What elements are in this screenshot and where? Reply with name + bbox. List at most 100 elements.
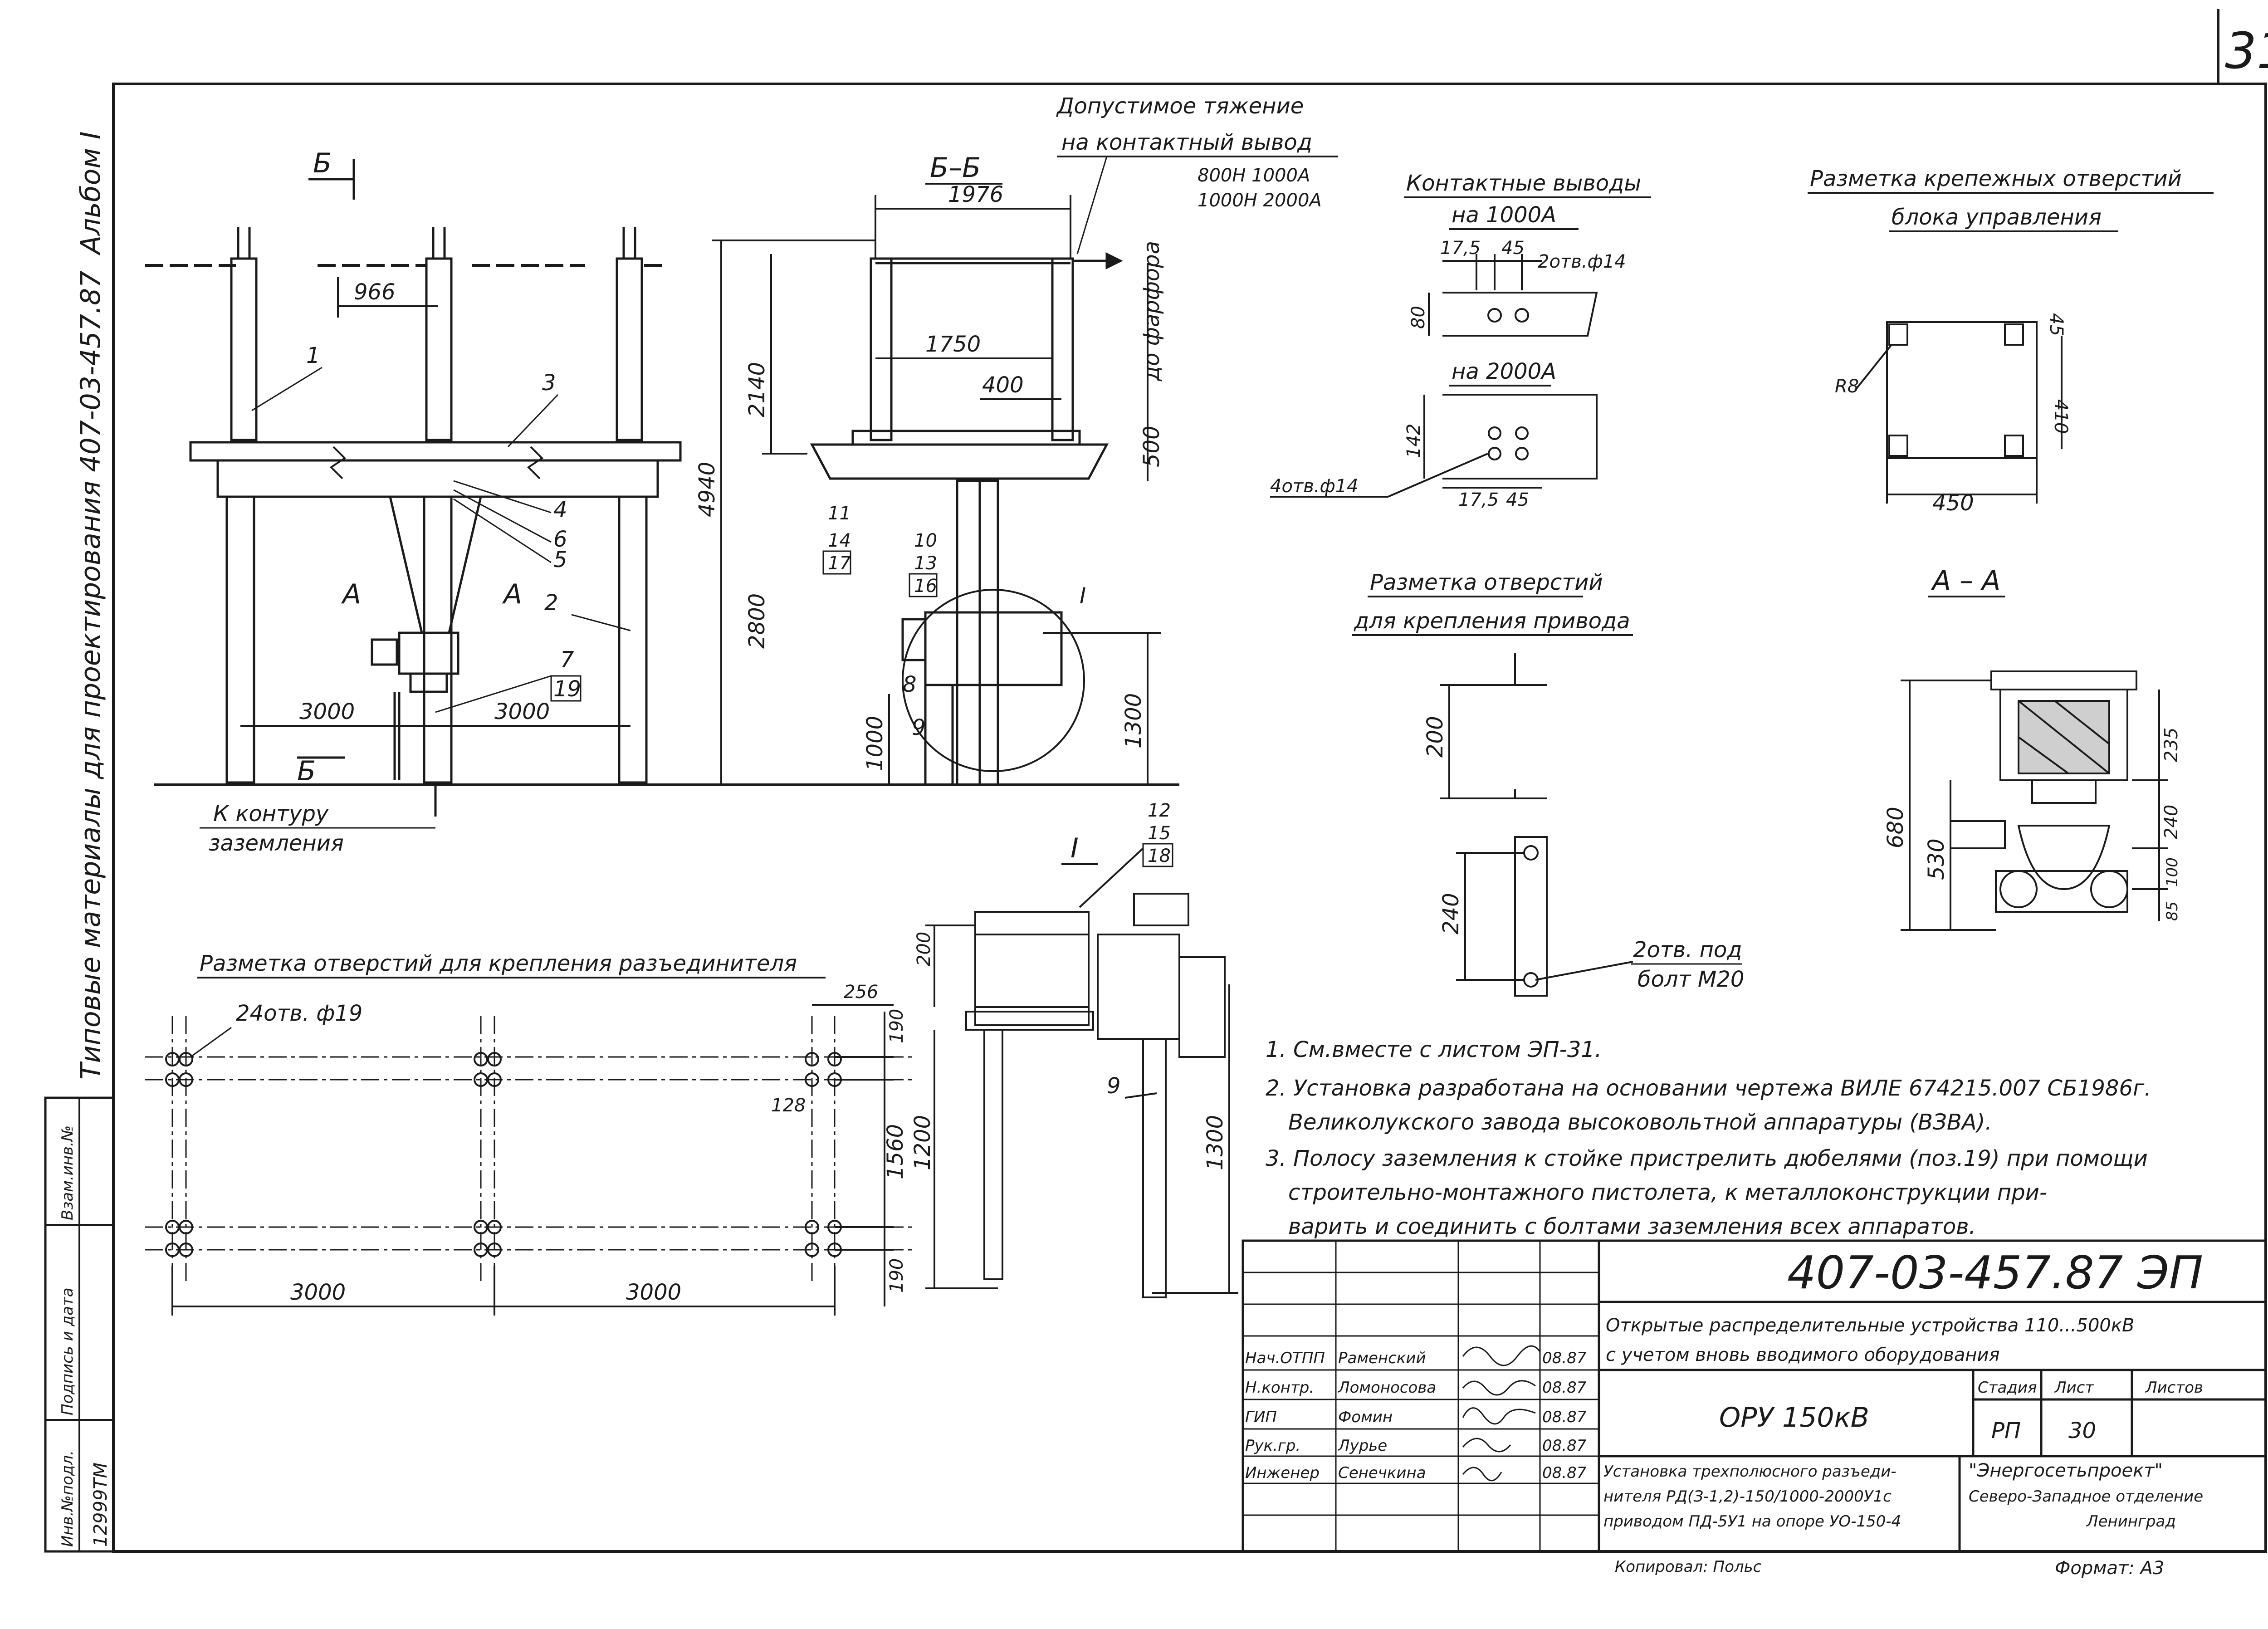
section-aa-d240: 240 (2161, 805, 2182, 839)
callout-2: 2 (544, 590, 558, 616)
section-aa-d680: 680 (1883, 807, 1908, 848)
detail-i-d200: 200 (914, 932, 934, 966)
notes: 1. См.вместе с листом ЭП-31. 2. Установк… (1266, 1037, 2151, 1239)
side-title: Типовые материалы для проектирования 407… (75, 271, 107, 1080)
control-block: Разметка крепежных отверстий блока управ… (1808, 166, 2214, 516)
drive-d240: 240 (1438, 893, 1464, 934)
control-r8: R8 (1835, 376, 1859, 397)
detail-i-callout-18: 18 (1148, 846, 1171, 866)
callout-7: 7 (560, 647, 574, 672)
contacts-holes-4: 4отв.ф14 (1270, 476, 1359, 497)
callout-3: 3 (542, 370, 556, 396)
disconnector-d1560: 1560 (883, 1124, 908, 1179)
tb-desc-3: приводом ПД-5У1 на опоре УО-150-4 (1603, 1512, 1901, 1531)
signer-role: Н.контр. (1245, 1379, 1314, 1397)
callout-19: 19 (553, 676, 581, 702)
sheet-frame (112, 9, 2267, 1553)
dim-2140: 2140 (744, 362, 770, 417)
contacts-title-1: Контактные выводы (1406, 171, 1641, 196)
dim-400: 400 (982, 372, 1024, 398)
tb-sheet: 30 (2068, 1418, 2096, 1443)
section-mark-a-left: А (341, 578, 361, 610)
detail-i-d1200: 1200 (910, 1115, 935, 1170)
signer-date: 08.87 (1542, 1379, 1587, 1397)
dim-1750: 1750 (925, 332, 981, 357)
dim-4940: 4940 (694, 462, 720, 517)
note-3c: варить и соединить с болтами заземления … (1288, 1214, 1976, 1239)
album-label: Альбом I (75, 132, 107, 256)
disconnector-d3000a: 3000 (290, 1280, 346, 1305)
note-1: 1. См.вместе с листом ЭП-31. (1266, 1037, 1602, 1062)
dim-3000-right: 3000 (494, 699, 550, 724)
disconnector-d190a: 190 (886, 1009, 907, 1043)
detail-i-callout-9: 9 (1107, 1073, 1121, 1099)
tb-format: Формат: А3 (2055, 1558, 2164, 1579)
callout-13: 13 (914, 553, 937, 574)
signer-name: Ломоносова (1337, 1379, 1436, 1397)
tb-project-2: с учетом вновь вводимого оборудования (1606, 1345, 2000, 1365)
section-aa-d530: 530 (1924, 838, 1949, 880)
control-d450: 450 (1932, 490, 1974, 516)
side-stamp: Инв.№подл. 12999ТМ Подпись и дата Взам.и… (44, 1096, 115, 1553)
tb-org-2: Северо-Западное отделение (1969, 1487, 2203, 1506)
tb-org-1: "Энергосетьпроект" (1969, 1460, 2163, 1481)
disconnector-holes: 24отв. ф19 (236, 1001, 362, 1026)
signer-role: Инженер (1245, 1464, 1320, 1482)
signer-name: Лурье (1337, 1437, 1387, 1455)
control-title-2: блока управления (1892, 205, 2102, 230)
section-mark-b-top: Б (313, 147, 332, 179)
tb-sheets-label: Листов (2145, 1379, 2203, 1397)
drive-d200: 200 (1422, 716, 1448, 758)
tb-org-3: Ленинград (2086, 1512, 2176, 1531)
inv-value: 12999ТМ (90, 1463, 111, 1547)
drive-marking: Разметка отверстий для крепления привода… (1352, 570, 1744, 997)
inv-label: Инв.№подл. (59, 1450, 77, 1547)
ground-label-1: К контуру (213, 801, 329, 827)
contacts-holes-2: 2отв.ф14 (1538, 251, 1626, 272)
note-3: 3. Полосу заземления к стойке пристрелит… (1266, 1146, 2148, 1171)
callout-11: 11 (828, 503, 851, 524)
drive-holes-2: болт М20 (1637, 967, 1744, 992)
dim-1000: 1000 (862, 716, 888, 771)
note-2: 2. Установка разработана на основании че… (1266, 1076, 2151, 1101)
detail-i-d1300: 1300 (1202, 1115, 1228, 1170)
control-title-1: Разметка крепежных отверстий (1810, 166, 2182, 191)
dim-1300: 1300 (1121, 693, 1146, 748)
page-number: 31 (2225, 22, 2268, 80)
dim-3000-left: 3000 (299, 699, 355, 724)
contacts-block: Контактные выводы на 1000А 17,5 45 2отв.… (1270, 171, 1651, 510)
section-aa-d85: 85 (2163, 901, 2181, 921)
signer-name: Раменский (1338, 1349, 1426, 1367)
signer-name: Фомин (1338, 1408, 1393, 1426)
contacts-d45: 45 (1501, 238, 1525, 259)
tb-stage: РП (1991, 1418, 2021, 1443)
contacts-d80: 80 (1408, 306, 1429, 329)
drive-title-1: Разметка отверстий (1370, 570, 1603, 595)
title-block: 407-03-457.87 ЭП Открытые распределитель… (1242, 1239, 2267, 1553)
tb-code: 407-03-457.87 ЭП (1787, 1246, 2203, 1299)
callout-17: 17 (828, 553, 851, 574)
drive-title-2: для крепления привода (1354, 608, 1630, 634)
signer-name: Сенечкина (1338, 1464, 1426, 1482)
callout-6: 6 (553, 527, 567, 552)
disconnector-marking: Разметка отверстий для крепления разъеди… (145, 951, 916, 1316)
callout-16: 16 (914, 576, 937, 597)
control-d45: 45 (2046, 313, 2067, 336)
section-aa: А – А 680 530 235 240 100 85 (1883, 565, 2182, 931)
tb-project-1: Открытые распределительные устройства 11… (1606, 1315, 2134, 1336)
section-bb: Б–Б Допустимое тяжение на контактный выв… (680, 93, 1338, 786)
contacts-d175b: 17,5 (1458, 489, 1499, 510)
signature-scribbles (1462, 1345, 1541, 1482)
signer-date: 08.87 (1542, 1464, 1587, 1482)
note-2b: Великолукского завода высоковольтной апп… (1288, 1110, 1992, 1135)
callout-1: 1 (306, 343, 320, 368)
dim-1976: 1976 (948, 182, 1003, 207)
signer-date: 08.87 (1542, 1408, 1587, 1426)
callout-4: 4 (553, 497, 567, 523)
tb-desc-1: Установка трехполюсного разъеди- (1603, 1463, 1897, 1481)
side-labels: Альбом I Типовые материалы для проектиро… (75, 132, 107, 1080)
tb-stage-label: Стадия (1978, 1379, 2037, 1397)
detail-i-callout-15: 15 (1148, 823, 1171, 844)
note-3b: строительно-монтажного пистолета, к мета… (1288, 1180, 2047, 1205)
